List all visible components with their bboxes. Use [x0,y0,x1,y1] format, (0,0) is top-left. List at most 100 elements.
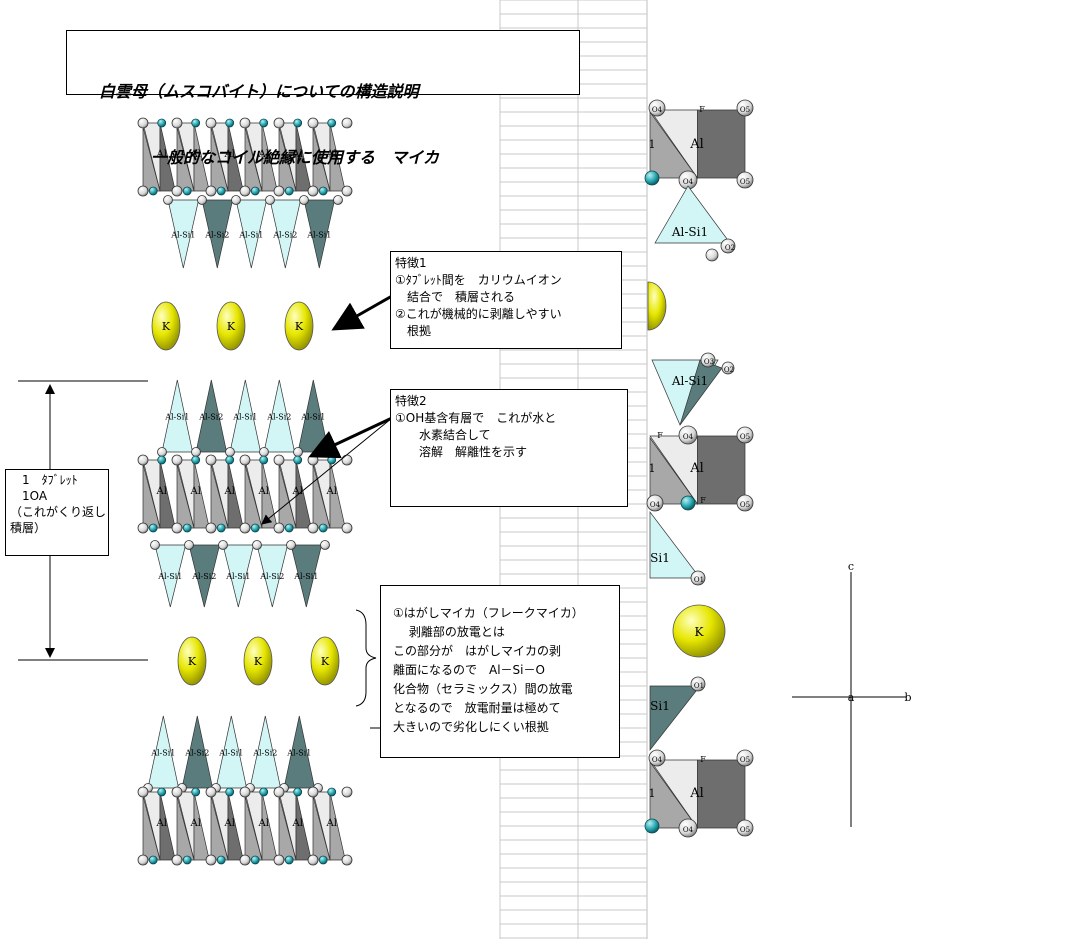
octahedron-face [159,122,176,192]
al-label: Al [257,486,268,497]
hydroxyl-atom [250,855,260,865]
oxygen-atom [150,540,160,550]
potassium-ion-partial [647,281,667,331]
al-label: Al [325,818,336,829]
oxygen-atom [273,854,285,866]
tetrahedron-label: Al-Si1 [238,230,263,239]
octahedron-face [295,791,312,861]
tetrahedron-label: Al-Si2 [184,749,209,758]
tetrahedron-face [188,544,221,608]
al-label: Al [325,149,336,160]
title-box: 白雲母（ムスコバイト）についての構造説明 一般的なコイル絶縁に使用する マイカ [66,30,580,167]
tetrahedron-label: Al-Si1 [157,572,182,581]
fragment-label: 1 [649,138,656,151]
octahedron-face [261,122,278,192]
tetrahedron-face [195,379,228,453]
oxygen-atom [137,786,149,798]
o5-label: O5 [740,501,750,509]
al-label: Al [189,149,200,160]
octahedron-face [261,459,278,529]
tetrahedron-label: Al-Si1 [286,749,311,758]
hydroxyl-atom [157,455,167,465]
tetrahedron-label: Al-Si2 [191,572,216,581]
hydroxyl-atom [284,855,294,865]
o4-label: O4 [652,756,663,764]
hydroxyl-atom [680,495,696,511]
al-label: Al [291,149,302,160]
tetrahedron-face [263,379,296,453]
hydroxyl-atom [216,855,226,865]
oxygen-atom [736,819,754,837]
al-label: Al [155,818,166,829]
hydroxyl-atom [225,787,235,797]
hydroxyl-atom [259,118,269,128]
o5-label: O5 [740,756,750,764]
hydroxyl-atom [216,186,226,196]
oxygen-atom [307,522,319,534]
hydroxyl-atom [259,787,269,797]
note3-line-2: 剥離部の放電とは [393,625,505,639]
dimension-line-2: 1OA [10,489,48,503]
potassium-ion [284,301,314,351]
oxygen-atom [205,185,217,197]
potassium-ion [177,636,207,686]
note3-line-1: ①はがしマイカ（フレークマイカ） [393,606,584,620]
oxygen-atom [205,854,217,866]
hydroxyl-atom [157,787,167,797]
tetrahedron-label: Al-Si1 [300,413,325,422]
oxygen-atom [184,540,194,550]
fragment-label: 1 [649,787,656,800]
feature2-box: 特徴2 ①OH基含有層で これが水と 水素結合して 溶解 解離性を示す [390,389,628,507]
feature2-thin-arrow [261,417,393,525]
al-label: Al [223,486,234,497]
oxygen-atom [137,117,149,129]
dimension-line-3: （これがくり返し [10,505,107,519]
oxygen-atom [252,540,262,550]
octahedron-face [227,122,244,192]
octahedron-face [649,110,699,179]
potassium-ion [310,636,340,686]
hydroxyl-atom [148,855,158,865]
hydroxyl-atom [318,855,328,865]
octahedron-face [295,459,312,529]
oxygen-atom [678,818,698,838]
tetrahedron-face [256,544,289,608]
potassium-label: K [295,320,304,333]
octahedron-face [227,791,244,861]
tetrahedron-face [303,199,336,269]
potassium-ion [243,636,273,686]
title-line-1: 白雲母（ムスコバイト）についての構造説明 [99,82,419,101]
f-label: F [700,496,706,505]
oxygen-atom [239,522,251,534]
axis-c-label: c [848,560,854,573]
octahedron-face [649,760,699,829]
tetrahedron-face [229,379,262,453]
al-label: Al [189,818,200,829]
o4-label: O4 [683,178,694,186]
feature1-line-1: ①ﾀﾌﾞﾚｯﾄ間を カリウムイオン [395,273,562,287]
feature2-line-3: 溶解 解離性を示す [395,445,528,459]
note3-line-5: 化合物（セラミックス）間の放電 [393,682,573,696]
potassium-label: K [162,320,171,333]
hydroxyl-atom [182,855,192,865]
potassium-ion [216,301,246,351]
oxygen-atom [171,786,183,798]
tetrahedron-face [201,199,234,269]
octahedron-face [159,791,176,861]
o3-label: O3 [704,358,714,366]
hydroxyl-atom [644,170,660,186]
oxygen-atom [341,786,353,798]
oxygen-atom [307,786,319,798]
al-label: Al [223,149,234,160]
feature1-box: 特徴1 ①ﾀﾌﾞﾚｯﾄ間を カリウムイオン 結合で 積層される ②これが機械的に… [390,251,622,349]
feature2-arrow [308,416,393,459]
potassium-ion [151,301,181,351]
oxygen-atom [231,195,241,205]
o4-label: O4 [650,501,661,509]
oxygen-atom [341,454,353,466]
annotation-arrows [18,294,393,729]
oxygen-atom [646,494,664,512]
o4-label: O4 [652,106,663,114]
o5-label: O5 [740,826,750,834]
al-label: Al [325,486,336,497]
